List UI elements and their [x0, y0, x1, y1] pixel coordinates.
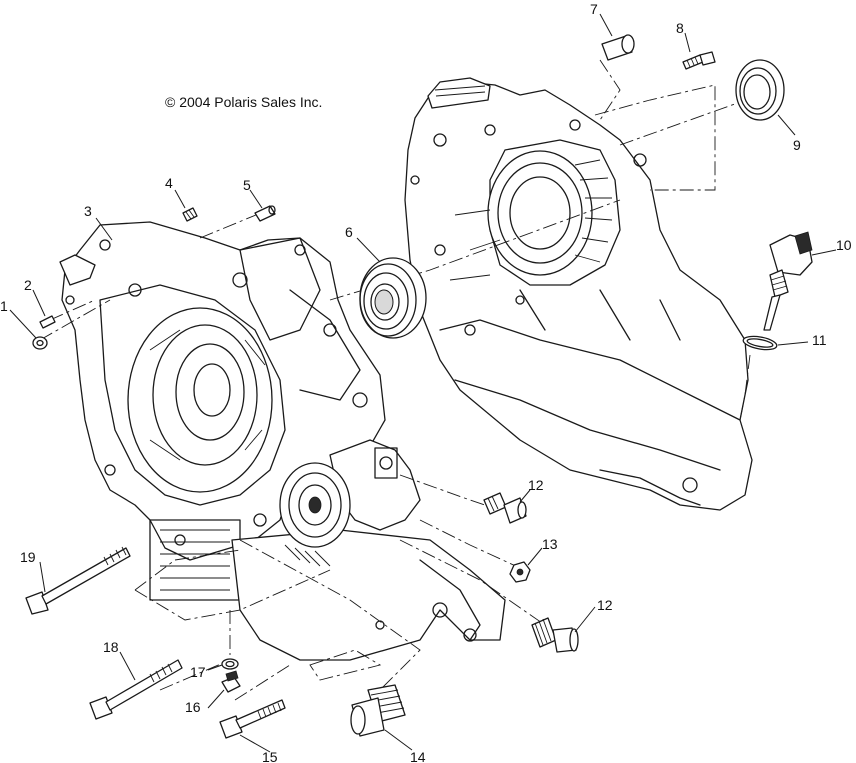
part-7-plug	[601, 34, 635, 61]
callout-13: 13	[542, 536, 558, 552]
part-10-sensor	[763, 231, 813, 331]
leader-lines	[9, 13, 837, 753]
callout-5: 5	[243, 177, 251, 193]
part-19-bolt	[25, 546, 131, 615]
part-12-fitting-lower	[531, 617, 579, 653]
callout-8: 8	[676, 20, 684, 36]
part-6-bearing	[359, 257, 427, 339]
part-16-plug	[221, 670, 241, 693]
callout-1: 1	[0, 298, 8, 314]
callout-4: 4	[165, 175, 173, 191]
copyright-notice: © 2004 Polaris Sales Inc.	[165, 94, 322, 110]
callout-3: 3	[84, 203, 92, 219]
callout-15: 15	[262, 749, 278, 763]
part-4-dowel	[182, 207, 198, 222]
callout-10: 10	[836, 237, 852, 253]
callout-9: 9	[793, 137, 801, 153]
callout-14: 14	[410, 749, 426, 763]
callout-12-upper: 12	[528, 477, 544, 493]
part-12-fitting-upper	[483, 492, 527, 524]
callout-6: 6	[345, 224, 353, 240]
part-2-dowel	[39, 315, 56, 329]
callout-18: 18	[103, 639, 119, 655]
callout-2: 2	[24, 277, 32, 293]
callout-19: 19	[20, 549, 36, 565]
part-5-pin	[254, 205, 276, 222]
callout-12-lower: 12	[597, 597, 613, 613]
callout-11: 11	[812, 332, 827, 348]
part-17-washer	[221, 658, 239, 670]
part-8-bolt	[682, 51, 716, 70]
part-15-bolt	[219, 699, 286, 739]
right-crankcase-half	[404, 77, 753, 511]
part-13-nut	[509, 561, 531, 583]
part-18-bolt	[89, 659, 183, 720]
part-1-nut	[32, 336, 48, 350]
left-crankcase-half	[59, 221, 506, 661]
callout-16: 16	[185, 699, 201, 715]
callout-7: 7	[590, 1, 598, 17]
part-14-fitting-large	[350, 684, 406, 737]
callout-17: 17	[190, 664, 206, 680]
part-11-o-ring	[742, 335, 778, 351]
part-9-seal	[735, 59, 785, 121]
